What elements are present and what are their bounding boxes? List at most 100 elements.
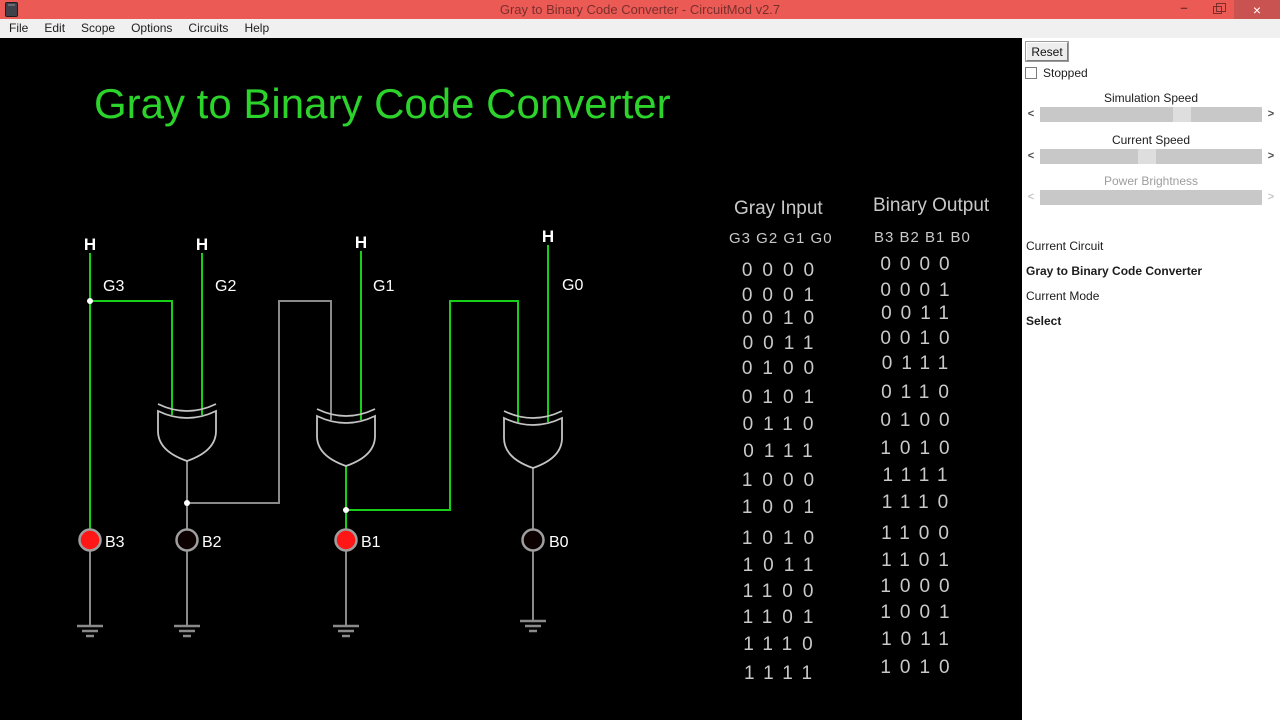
power-brightness-slider: < > bbox=[1025, 190, 1277, 205]
circuit-diagram[interactable]: H H H H G3 G2 G1 G0 B3 B2 B1 B0 bbox=[0, 38, 1022, 720]
led-b0[interactable] bbox=[521, 528, 545, 552]
ground-icon[interactable] bbox=[333, 624, 359, 638]
led-b1[interactable] bbox=[334, 528, 358, 552]
menu-item[interactable]: Options bbox=[131, 21, 173, 35]
label-g3: G3 bbox=[103, 278, 124, 295]
binary-row: 1011 bbox=[881, 629, 958, 650]
slider-gap bbox=[1173, 107, 1192, 122]
binary-row: 1010 bbox=[880, 438, 959, 459]
gray-row: 1010 bbox=[741, 528, 825, 549]
current-mode-value[interactable]: Select bbox=[1026, 314, 1062, 328]
ground-icon[interactable] bbox=[174, 624, 200, 638]
binary-row: 1010 bbox=[880, 657, 959, 678]
simulation-speed-slider: < > bbox=[1025, 107, 1277, 122]
xor-gate-3[interactable] bbox=[503, 410, 563, 469]
current-speed-track[interactable] bbox=[1040, 149, 1262, 164]
gray-row: 1100 bbox=[742, 581, 824, 602]
ground-icon[interactable] bbox=[77, 624, 103, 638]
menu-item[interactable]: Help bbox=[244, 21, 270, 35]
label-b0: B0 bbox=[549, 534, 569, 551]
led-b2[interactable] bbox=[175, 528, 199, 552]
binary-row: 0110 bbox=[881, 382, 958, 403]
binary-row: 0001 bbox=[880, 280, 959, 301]
slider-right-arrow-icon[interactable]: > bbox=[1267, 108, 1275, 120]
gray-row: 1011 bbox=[742, 555, 824, 576]
slider-right-arrow-icon[interactable]: > bbox=[1267, 150, 1275, 162]
binary-output-subheader: B3 B2 B1 B0 bbox=[874, 229, 971, 246]
current-circuit-value: Gray to Binary Code Converter bbox=[1026, 264, 1203, 278]
close-button[interactable]: × bbox=[1234, 0, 1280, 19]
wire-b2-feedforward bbox=[187, 300, 332, 504]
simulation-speed-label: Simulation Speed bbox=[1103, 91, 1199, 105]
gray-row: 0000 bbox=[741, 260, 825, 281]
label-b2: B2 bbox=[202, 534, 222, 551]
gray-row: 1110 bbox=[743, 634, 823, 655]
binary-row: 1111 bbox=[882, 465, 957, 486]
label-g1: G1 bbox=[373, 278, 394, 295]
binary-row: 0100 bbox=[880, 410, 959, 431]
label-b1: B1 bbox=[361, 534, 381, 551]
window-controls: – × bbox=[1168, 0, 1280, 19]
gray-row: 0010 bbox=[741, 308, 825, 329]
input-post-g3[interactable]: H bbox=[84, 235, 96, 254]
control-sidebar: Reset Stopped Simulation Speed < > Curre… bbox=[1022, 38, 1280, 720]
restore-icon bbox=[1212, 3, 1226, 14]
xor-gate-1[interactable] bbox=[157, 403, 217, 462]
xor-gate-2[interactable] bbox=[316, 408, 376, 467]
binary-row: 0010 bbox=[880, 328, 959, 349]
label-b3: B3 bbox=[105, 534, 125, 551]
gray-row: 0111 bbox=[743, 441, 823, 462]
junction-dot bbox=[343, 507, 349, 513]
input-post-g2[interactable]: H bbox=[196, 235, 208, 254]
simulation-speed-track[interactable] bbox=[1040, 107, 1262, 122]
label-g2: G2 bbox=[215, 278, 236, 295]
stopped-label: Stopped bbox=[1043, 66, 1088, 80]
slider-left-arrow-icon[interactable]: < bbox=[1027, 108, 1035, 120]
gray-row: 0101 bbox=[741, 387, 825, 408]
gray-row: 0110 bbox=[742, 414, 824, 435]
binary-row: 1000 bbox=[880, 576, 959, 597]
circuit-heading: Gray to Binary Code Converter bbox=[94, 80, 671, 127]
power-brightness-track bbox=[1040, 190, 1262, 205]
current-mode-label: Current Mode bbox=[1026, 289, 1100, 303]
led-b3[interactable] bbox=[78, 528, 102, 552]
ground-icon[interactable] bbox=[520, 619, 546, 633]
current-circuit-label: Current Circuit bbox=[1026, 239, 1104, 253]
slider-left-arrow-icon[interactable]: < bbox=[1027, 150, 1035, 162]
binary-row: 1110 bbox=[881, 492, 958, 513]
power-brightness-label: Power Brightness bbox=[1103, 174, 1199, 188]
window-title: Gray to Binary Code Converter - CircuitM… bbox=[499, 2, 781, 17]
gray-input-header: Gray Input bbox=[734, 198, 823, 219]
binary-output-header: Binary Output bbox=[873, 195, 990, 216]
binary-row: 1100 bbox=[881, 523, 958, 544]
slider-left-arrow-icon: < bbox=[1027, 191, 1035, 203]
junction-dot bbox=[87, 298, 93, 304]
gray-row: 0011 bbox=[742, 333, 824, 354]
input-post-g1[interactable]: H bbox=[355, 233, 367, 252]
restore-button[interactable] bbox=[1200, 0, 1234, 19]
app-icon bbox=[5, 2, 18, 17]
stopped-row: Stopped bbox=[1025, 66, 1088, 80]
input-post-g0[interactable]: H bbox=[542, 227, 554, 246]
binary-row: 1101 bbox=[881, 550, 958, 571]
titlebar: Gray to Binary Code Converter - CircuitM… bbox=[0, 0, 1280, 19]
reset-button[interactable]: Reset bbox=[1026, 42, 1068, 61]
slider-right-arrow-icon: > bbox=[1267, 191, 1275, 203]
menu-item[interactable]: Scope bbox=[81, 21, 116, 35]
gray-row: 1111 bbox=[743, 663, 823, 684]
minimize-button[interactable]: – bbox=[1180, 0, 1188, 15]
menu-item[interactable]: Edit bbox=[44, 21, 66, 35]
gray-row: 0001 bbox=[741, 285, 825, 306]
gray-row: 0100 bbox=[741, 358, 825, 379]
menu-item[interactable]: Circuits bbox=[188, 21, 229, 35]
binary-row: 0000 bbox=[880, 254, 959, 275]
binary-row: 0011 bbox=[881, 303, 958, 324]
slider-gap bbox=[1137, 149, 1156, 164]
gray-row: 1000 bbox=[741, 470, 825, 491]
menu-item[interactable]: File bbox=[9, 21, 29, 35]
stopped-checkbox[interactable] bbox=[1025, 67, 1037, 79]
circuit-canvas[interactable]: Gray to Binary Code Converter bbox=[0, 38, 1022, 720]
